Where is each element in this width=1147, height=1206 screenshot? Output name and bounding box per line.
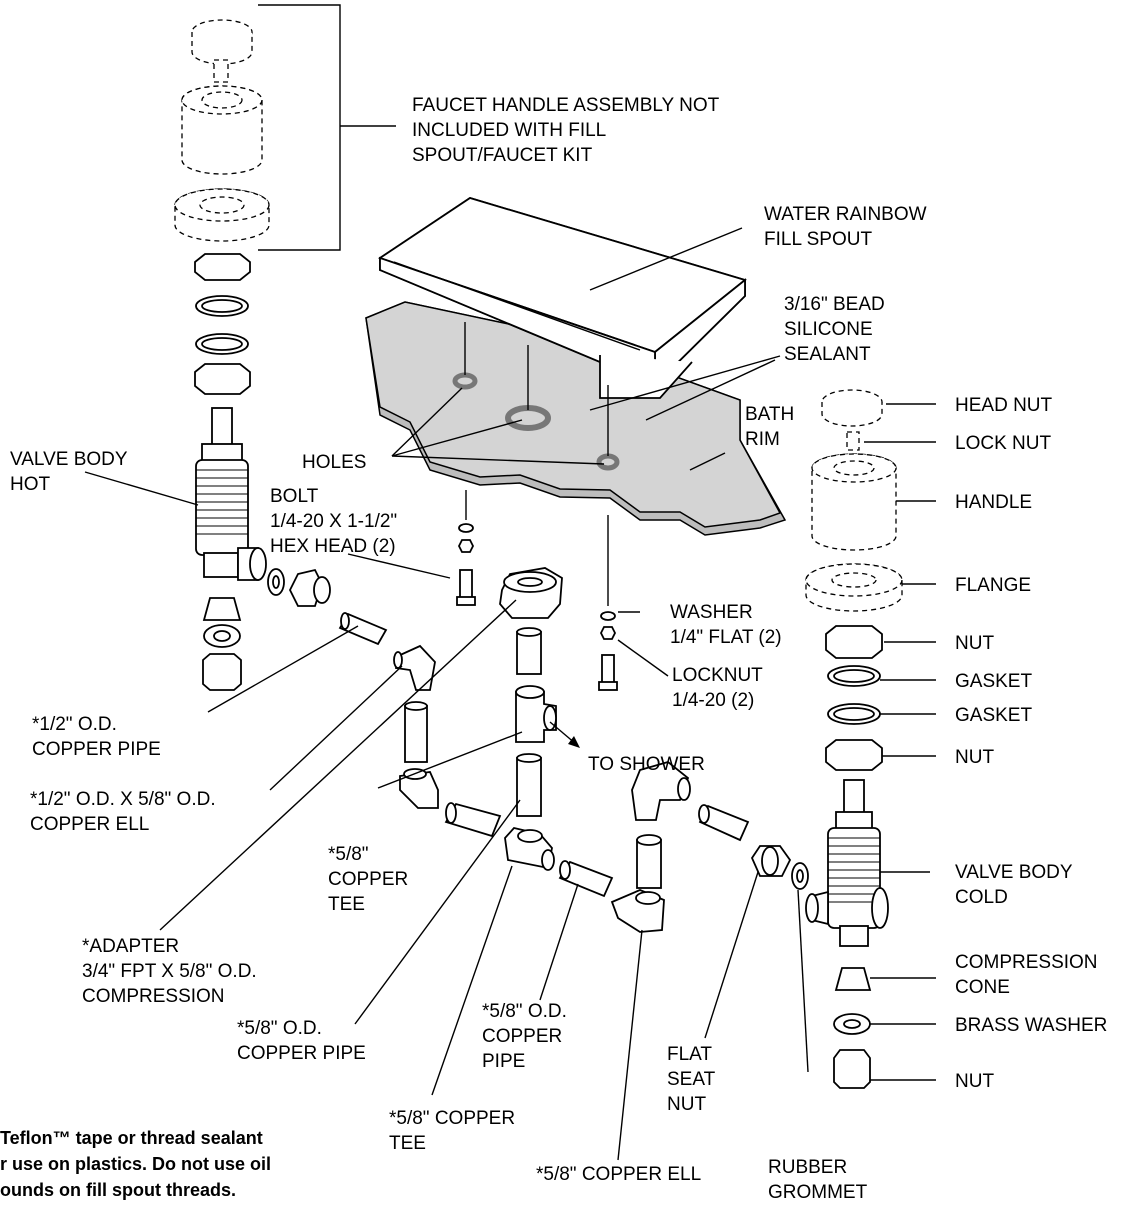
label-copper-pipe-58-b-line2: COPPER [482, 1026, 562, 1047]
label-flange: FLANGE [955, 575, 1031, 596]
note-line1: Teflon™ tape or thread sealant [0, 1128, 263, 1148]
label-washer-line1: WASHER [670, 602, 753, 623]
label-faucet-handle-line1: FAUCET HANDLE ASSEMBLY NOT [412, 95, 720, 116]
label-flat-seat-nut-line2: SEAT [667, 1069, 716, 1090]
label-copper-tee-lower-line1: *5/8" COPPER [389, 1108, 515, 1129]
label-handle: HANDLE [955, 492, 1032, 513]
label-bolt-line1: BOLT [270, 486, 319, 507]
label-valve-hot-line2: HOT [10, 474, 51, 495]
label-gasket-1: GASKET [955, 671, 1032, 692]
label-bath-rim-line1: BATH [745, 404, 794, 425]
bolt-left [456, 523, 476, 606]
labels: FAUCET HANDLE ASSEMBLY NOT INCLUDED WITH… [10, 95, 1107, 1203]
note-line2: r use on plastics. Do not use oil [0, 1154, 271, 1174]
label-brass-washer: BRASS WASHER [955, 1015, 1107, 1036]
label-copper-ell-reducer-line2: COPPER ELL [30, 814, 149, 835]
note-line3: ounds on fill spout threads. [0, 1180, 236, 1200]
label-copper-ell: *5/8" COPPER ELL [536, 1164, 701, 1185]
label-adapter-line2: 3/4" FPT X 5/8" O.D. [82, 961, 257, 982]
label-compression-cone-line1: COMPRESSION [955, 952, 1098, 973]
label-holes: HOLES [302, 452, 366, 473]
cold-valve-stack [805, 625, 889, 1089]
fill-spout [377, 197, 747, 399]
bath-rim [365, 301, 787, 536]
hot-valve-stack [194, 253, 267, 691]
label-washer-line2: 1/4" FLAT (2) [670, 627, 782, 648]
label-head-nut: HEAD NUT [955, 395, 1053, 416]
label-copper-tee-upper-line3: TEE [328, 894, 365, 915]
sealant-note: Teflon™ tape or thread sealant r use on … [0, 1128, 271, 1200]
label-sealant-line2: SILICONE [784, 319, 873, 340]
label-copper-tee-upper-line2: COPPER [328, 869, 408, 890]
label-faucet-handle-line3: SPOUT/FAUCET KIT [412, 145, 593, 166]
bolt-right [598, 611, 618, 691]
hot-handle-assembly [174, 19, 270, 242]
label-rubber-grommet-line2: GROMMET [768, 1182, 868, 1203]
label-adapter-line1: *ADAPTER [82, 936, 179, 957]
label-bolt-line2: 1/4-20 X 1-1/2" [270, 511, 397, 532]
label-copper-pipe-58-b-line1: *5/8" O.D. [482, 1001, 567, 1022]
leader-lines [84, 227, 936, 1161]
label-bolt-line3: HEX HEAD (2) [270, 536, 396, 557]
label-rubber-grommet-line1: RUBBER [768, 1157, 847, 1178]
label-copper-pipe-58-a-line2: COPPER PIPE [237, 1043, 366, 1064]
label-copper-pipe-58-a-line1: *5/8" O.D. [237, 1018, 322, 1039]
label-nut-3: NUT [955, 1071, 994, 1092]
label-faucet-handle-line2: INCLUDED WITH FILL [412, 120, 606, 141]
label-nut-2: NUT [955, 747, 994, 768]
center-stack [499, 567, 563, 817]
label-valve-cold-line1: VALVE BODY [955, 862, 1073, 883]
label-compression-cone-line2: CONE [955, 977, 1010, 998]
label-copper-ell-reducer-line1: *1/2" O.D. X 5/8" O.D. [30, 789, 216, 810]
label-sealant-line3: SEALANT [784, 344, 871, 365]
label-bath-rim-line2: RIM [745, 429, 780, 450]
label-sealant-line1: 3/16" BEAD [784, 294, 885, 315]
label-fill-spout-line1: WATER RAINBOW [764, 204, 927, 225]
label-copper-tee-lower-line2: TEE [389, 1133, 426, 1154]
label-nut-1: NUT [955, 633, 994, 654]
label-fill-spout-line2: FILL SPOUT [764, 229, 872, 250]
label-flat-seat-nut-line1: FLAT [667, 1044, 712, 1065]
label-valve-cold-line2: COLD [955, 887, 1008, 908]
label-to-shower: TO SHOWER [588, 754, 705, 775]
label-copper-pipe-58-b-line3: PIPE [482, 1051, 525, 1072]
label-copper-pipe-half-line1: *1/2" O.D. [32, 714, 117, 735]
label-lock-nut: LOCK NUT [955, 433, 1051, 454]
label-locknut-line1: LOCKNUT [672, 665, 763, 686]
label-gasket-2: GASKET [955, 705, 1032, 726]
cold-handle-assembly [805, 389, 903, 612]
label-adapter-line3: COMPRESSION [82, 986, 225, 1007]
label-valve-hot-line1: VALVE BODY [10, 449, 128, 470]
label-locknut-line2: 1/4-20 (2) [672, 690, 754, 711]
label-copper-tee-upper-line1: *5/8" [328, 844, 369, 865]
label-copper-pipe-half-line2: COPPER PIPE [32, 739, 161, 760]
label-flat-seat-nut-line3: NUT [667, 1094, 706, 1115]
